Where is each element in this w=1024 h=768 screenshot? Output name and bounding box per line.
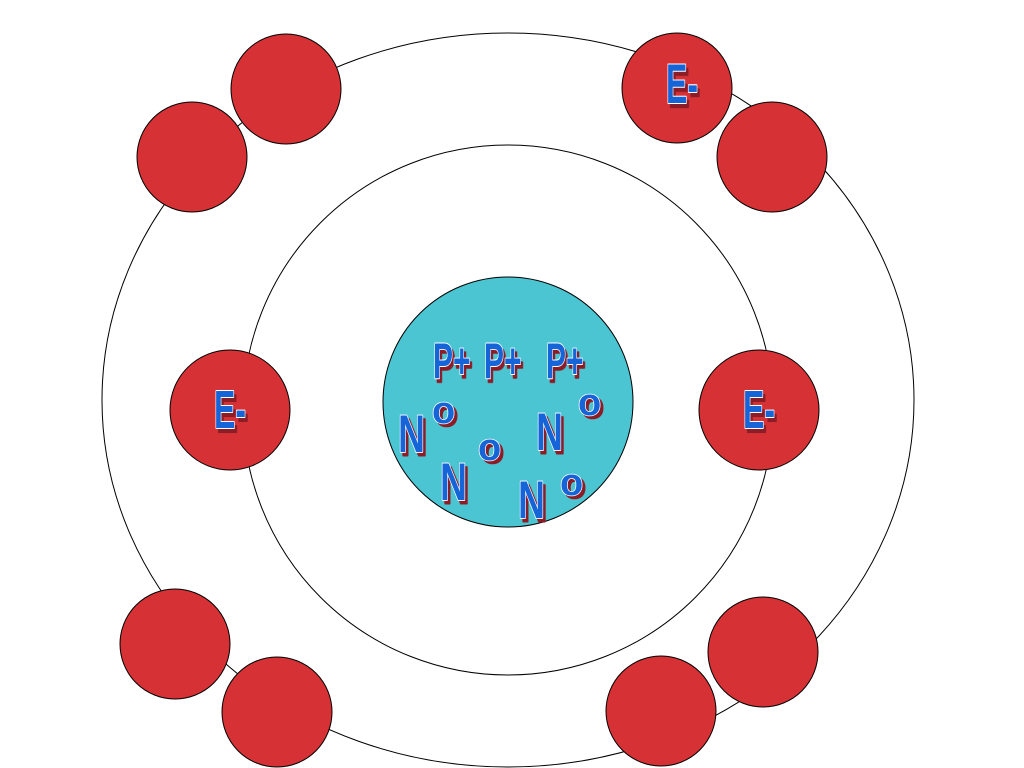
electron-outer [605,655,717,767]
electron-inner-right: E- [698,349,820,471]
outer-orbit [101,32,915,768]
proton-text: P+ [546,333,584,389]
nucleus-circle [382,276,634,528]
neutron-superscript: o [560,462,583,504]
electron-label: E- [743,381,775,441]
neutron-text: N [518,471,545,530]
neutron-label: N o [535,381,602,462]
electron-outer-top-right-labeled: E- [621,32,733,144]
neutron-label: N o [439,426,502,512]
electron-outer [136,101,248,213]
neutron-superscript: o [578,382,601,424]
electron-label: E- [214,381,246,441]
neutron-label: N o [517,461,584,530]
electron-outer [707,596,819,708]
electron-inner-left: E- [169,349,291,471]
electron-label: E- [666,53,698,116]
proton-label: P+ [483,332,522,389]
electron-outer [221,656,333,768]
neutron-text: N [440,453,467,512]
neutron-superscript: o [432,390,455,432]
nucleus: P+ P+ P+ N o N o N o N o [382,276,634,530]
neutron-text: N [398,405,425,464]
electron-outer [716,101,828,213]
neutron-text: N [536,403,563,462]
electron-outer [119,588,231,700]
proton-label: P+ [545,332,584,389]
neutron-label: N o [397,389,456,464]
proton-text: P+ [484,333,522,389]
neutron-superscript: o [478,427,501,469]
proton-text: P+ [433,333,471,389]
electron-outer [230,33,342,145]
proton-label: P+ [432,332,471,389]
